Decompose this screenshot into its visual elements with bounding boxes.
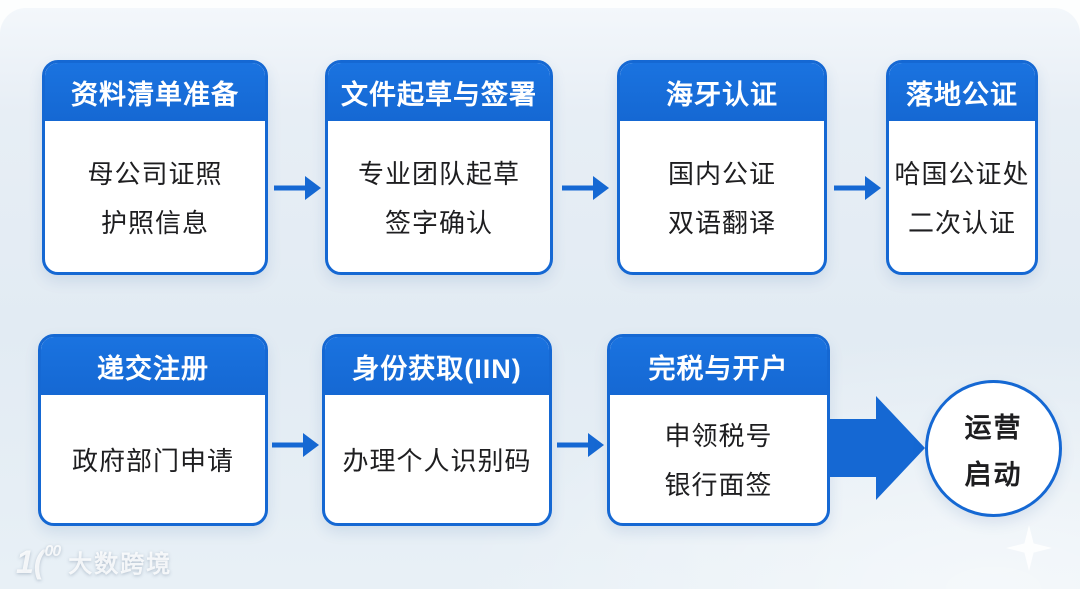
step-card-registration: 递交注册 政府部门申请 (38, 334, 268, 526)
step-card-drafting-signing: 文件起草与签署 专业团队起草 签字确认 (325, 60, 553, 275)
block-arrow-icon (830, 390, 925, 506)
step-title: 完税与开户 (610, 337, 827, 395)
final-step-line: 运营 (964, 412, 1023, 443)
step-title: 递交注册 (41, 337, 265, 395)
flowchart-canvas: 资料清单准备 母公司证照 护照信息 文件起草与签署 专业团队起草 签字确认 海牙… (0, 8, 1080, 589)
step-body: 国内公证 双语翻译 (620, 121, 824, 272)
step-detail-line: 银行面签 (664, 470, 773, 500)
step-detail-line: 哈国公证处 (894, 158, 1030, 189)
step-body: 专业团队起草 签字确认 (328, 121, 550, 272)
step-card-iin: 身份获取(IIN) 办理个人识别码 (322, 334, 552, 526)
flow-arrow-icon (268, 171, 325, 205)
flow-row-1: 资料清单准备 母公司证照 护照信息 文件起草与签署 专业团队起草 签字确认 海牙… (42, 60, 1038, 275)
watermark-logo-glyph: 1(00 (16, 542, 61, 580)
step-body: 办理个人识别码 (325, 395, 549, 523)
step-title: 海牙认证 (620, 63, 824, 121)
flow-row-2: 递交注册 政府部门申请 身份获取(IIN) 办理个人识别码 完税与开户 申领税号… (38, 334, 1062, 526)
step-title: 落地公证 (889, 63, 1035, 121)
step-detail-line: 国内公证 (667, 158, 776, 189)
step-body: 申领税号 银行面签 (610, 395, 827, 523)
flow-arrow-icon (552, 428, 607, 462)
step-title: 身份获取(IIN) (325, 337, 549, 395)
step-body: 母公司证照 护照信息 (45, 121, 265, 272)
sparkle-icon (1006, 525, 1052, 571)
step-detail-line: 申领税号 (664, 421, 773, 451)
step-detail-line: 双语翻译 (667, 207, 776, 238)
step-detail-line: 护照信息 (100, 207, 209, 238)
final-step-line: 启动 (964, 459, 1023, 490)
watermark-text: 大数跨境 (68, 551, 173, 578)
step-body: 政府部门申请 (41, 395, 265, 523)
step-detail-line: 二次认证 (907, 207, 1016, 238)
step-title: 文件起草与签署 (328, 63, 550, 121)
step-title: 资料清单准备 (45, 63, 265, 121)
watermark-logo: 1(00 大数跨境 (16, 542, 173, 580)
step-detail-line: 办理个人识别码 (342, 445, 532, 476)
final-step-circle: 运营 启动 (925, 380, 1062, 517)
step-card-documents-prep: 资料清单准备 母公司证照 护照信息 (42, 60, 268, 275)
step-detail-line: 专业团队起草 (357, 158, 520, 189)
step-detail-line: 母公司证照 (87, 158, 223, 189)
step-card-local-notarization: 落地公证 哈国公证处 二次认证 (886, 60, 1038, 275)
flow-arrow-icon (268, 428, 322, 462)
step-body: 哈国公证处 二次认证 (889, 121, 1035, 272)
step-card-tax-bank: 完税与开户 申领税号 银行面签 (607, 334, 830, 526)
step-card-apostille: 海牙认证 国内公证 双语翻译 (617, 60, 827, 275)
flow-arrow-icon (553, 171, 617, 205)
step-detail-line: 政府部门申请 (71, 445, 234, 476)
flow-arrow-icon (827, 171, 886, 205)
step-detail-line: 签字确认 (384, 207, 493, 238)
